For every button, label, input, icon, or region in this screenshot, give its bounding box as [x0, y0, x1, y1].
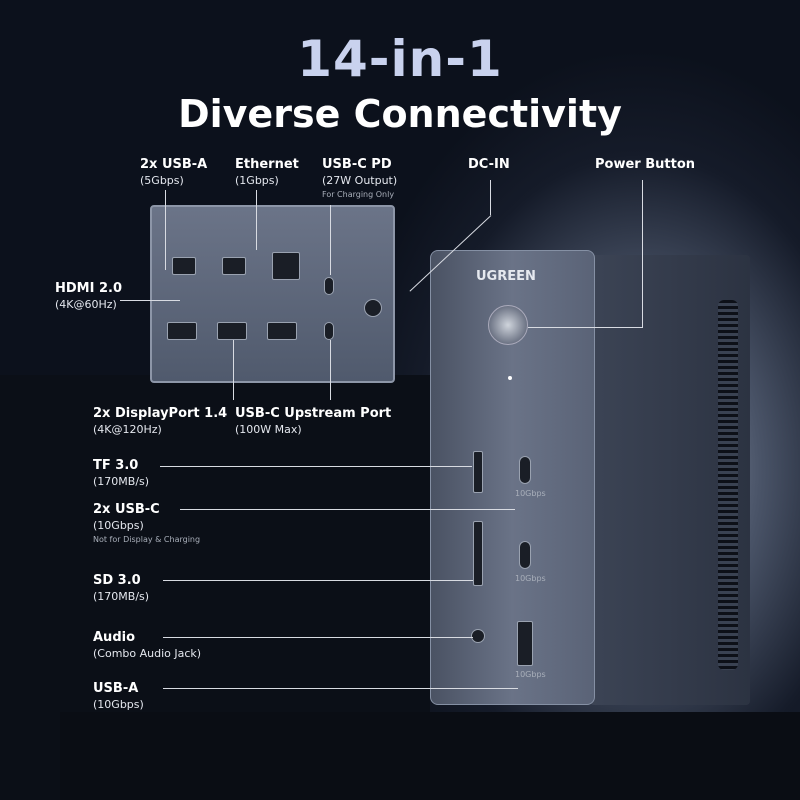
label-title: 2x USB-C: [93, 502, 160, 517]
tf-slot: [473, 451, 483, 493]
callout-line: [180, 509, 515, 510]
label-detail: (4K@60Hz): [55, 298, 117, 311]
headline-tagline: Diverse Connectivity: [178, 92, 622, 136]
label-hdmi: HDMI 2.0 (4K@60Hz): [55, 280, 122, 313]
label-detail: (10Gbps): [93, 519, 144, 532]
label-usb-c-pd: USB-C PD (27W Output) For Charging Only: [322, 156, 397, 200]
sd-slot: [473, 521, 483, 586]
usb-a-port: [517, 621, 533, 666]
audio-jack: [471, 629, 485, 643]
label-note: Not for Display & Charging: [93, 535, 201, 544]
displayport-port: [217, 322, 247, 340]
label-title: SD 3.0: [93, 573, 141, 588]
callout-line: [233, 340, 234, 400]
label-detail: (1Gbps): [235, 174, 279, 187]
label-title: USB-A: [93, 681, 139, 696]
label-detail: (170MB/s): [93, 590, 150, 603]
callout-line: [163, 580, 473, 581]
speed-tag: 10Gbps: [515, 489, 546, 498]
label-title: USB-C Upstream Port: [235, 406, 392, 421]
label-usb-c-10g: 2x USB-C (10Gbps) Not for Display & Char…: [93, 501, 200, 545]
usb-c-pd-port: [324, 277, 334, 295]
label-detail: (10Gbps): [93, 698, 144, 711]
label-usb-a-10g: USB-A (10Gbps): [93, 680, 144, 713]
callout-line: [160, 466, 472, 467]
displayport-port: [267, 322, 297, 340]
ethernet-port: [272, 252, 300, 280]
usb-a-port: [222, 257, 246, 275]
callout-line: [330, 340, 331, 400]
callout-line: [256, 190, 257, 250]
ugreen-logo: UGREEN: [476, 269, 536, 284]
label-note: For Charging Only: [322, 190, 395, 199]
dock-front: UGREEN 10Gbps 10Gbps 10Gbps: [430, 250, 595, 705]
usb-c-upstream-port: [324, 322, 334, 340]
callout-line: [490, 180, 491, 215]
label-title: 2x DisplayPort 1.4: [93, 406, 228, 421]
status-led: [508, 376, 512, 380]
label-title: TF 3.0: [93, 458, 139, 473]
label-title: 2x USB-A: [140, 157, 208, 172]
callout-line: [642, 180, 643, 328]
callout-line: [165, 190, 166, 270]
label-audio: Audio (Combo Audio Jack): [93, 629, 201, 662]
speed-tag: 10Gbps: [515, 574, 546, 583]
label-usb-c-upstream: USB-C Upstream Port (100W Max): [235, 405, 391, 438]
headline-count: 14-in-1: [297, 30, 503, 88]
dock-back-panel: [150, 205, 395, 383]
hdmi-port: [167, 322, 197, 340]
label-title: DC-IN: [468, 157, 510, 172]
label-title: USB-C PD: [322, 157, 392, 172]
usb-c-port: [519, 541, 531, 569]
callout-line: [330, 205, 331, 275]
vent-grille: [718, 300, 738, 670]
label-displayport: 2x DisplayPort 1.4 (4K@120Hz): [93, 405, 227, 438]
speed-tag: 10Gbps: [515, 670, 546, 679]
floor: [60, 712, 800, 800]
label-detail: (Combo Audio Jack): [93, 647, 202, 660]
label-title: Power Button: [595, 157, 696, 172]
label-detail: (5Gbps): [140, 174, 184, 187]
callout-line: [163, 637, 473, 638]
label-sd: SD 3.0 (170MB/s): [93, 572, 149, 605]
power-button: [488, 305, 528, 345]
label-detail: (100W Max): [235, 423, 302, 436]
label-title: Audio: [93, 630, 136, 645]
label-power-button: Power Button: [595, 156, 695, 173]
label-detail: (4K@120Hz): [93, 423, 162, 436]
label-dc-in: DC-IN: [468, 156, 510, 173]
label-title: Ethernet: [235, 157, 299, 172]
callout-line: [528, 327, 643, 328]
label-usb-a-5g: 2x USB-A (5Gbps): [140, 156, 207, 189]
label-ethernet: Ethernet (1Gbps): [235, 156, 299, 189]
label-detail: (27W Output): [322, 174, 398, 187]
callout-line: [120, 300, 180, 301]
label-tf: TF 3.0 (170MB/s): [93, 457, 149, 490]
label-detail: (170MB/s): [93, 475, 150, 488]
dc-in-port: [364, 299, 382, 317]
usb-c-port: [519, 456, 531, 484]
usb-a-port: [172, 257, 196, 275]
callout-line: [163, 688, 518, 689]
label-title: HDMI 2.0: [55, 281, 122, 296]
